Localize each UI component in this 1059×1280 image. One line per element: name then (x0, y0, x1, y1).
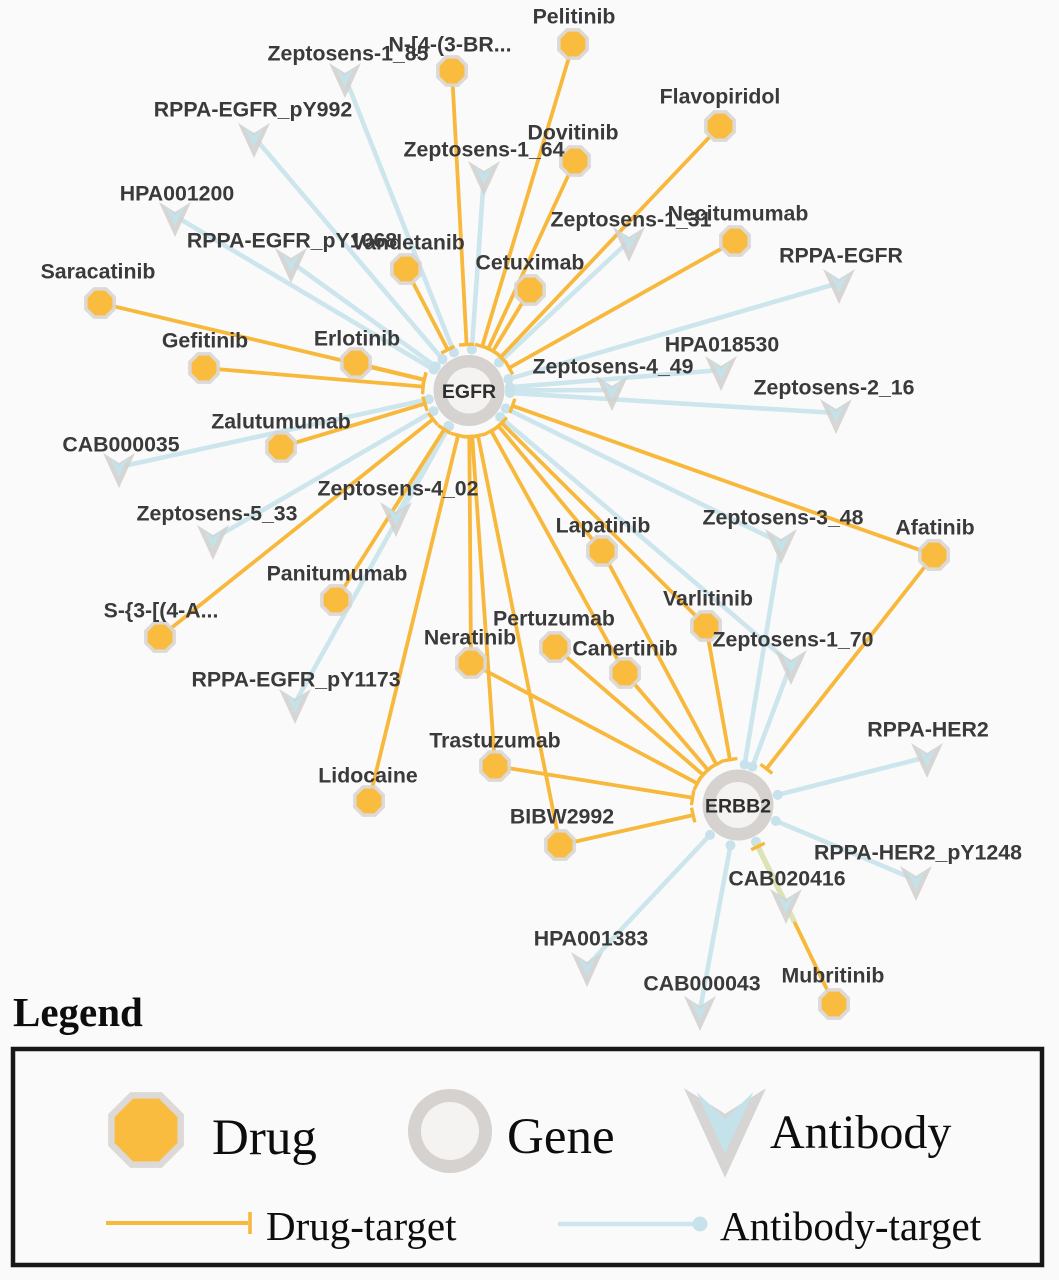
svg-text:Antibody: Antibody (770, 1106, 951, 1159)
svg-text:HPA001200: HPA001200 (120, 181, 234, 205)
svg-text:Dovitinib: Dovitinib (527, 120, 618, 144)
svg-text:CAB020416: CAB020416 (728, 866, 845, 890)
svg-text:Neratinib: Neratinib (424, 625, 516, 649)
svg-text:Zeptosens-5_33: Zeptosens-5_33 (137, 501, 298, 525)
svg-text:Zeptosens-3_48: Zeptosens-3_48 (703, 505, 864, 529)
svg-text:N-[4-(3-BR...: N-[4-(3-BR... (388, 32, 511, 56)
svg-text:RPPA-HER2: RPPA-HER2 (867, 717, 989, 741)
svg-text:HPA018530: HPA018530 (665, 332, 779, 356)
svg-text:CAB000035: CAB000035 (62, 432, 179, 456)
svg-text:Flavopiridol: Flavopiridol (660, 84, 781, 108)
svg-text:Drug-target: Drug-target (266, 1203, 457, 1249)
svg-text:Saracatinib: Saracatinib (41, 259, 156, 283)
svg-text:Antibody-target: Antibody-target (720, 1203, 982, 1249)
svg-text:Canertinib: Canertinib (572, 636, 677, 660)
svg-text:Zeptosens-1_85: Zeptosens-1_85 (268, 41, 429, 65)
svg-text:Mubritinib: Mubritinib (782, 963, 885, 987)
svg-text:EGFR: EGFR (442, 381, 496, 403)
svg-text:RPPA-EGFR_pY1173: RPPA-EGFR_pY1173 (191, 667, 400, 691)
svg-text:Legend: Legend (13, 989, 143, 1035)
svg-text:Pertuzumab: Pertuzumab (493, 606, 615, 630)
svg-text:Gene: Gene (507, 1109, 615, 1165)
svg-text:RPPA-EGFR_pY1068: RPPA-EGFR_pY1068 (187, 228, 397, 252)
svg-text:Lidocaine: Lidocaine (318, 763, 418, 787)
svg-text:Varlitinib: Varlitinib (663, 586, 753, 610)
svg-text:Zeptosens-1_64: Zeptosens-1_64 (404, 137, 565, 161)
svg-text:Zalutumumab: Zalutumumab (211, 409, 351, 433)
svg-text:Zeptosens-4_49: Zeptosens-4_49 (533, 354, 694, 378)
svg-text:CAB000043: CAB000043 (643, 971, 760, 995)
svg-text:Lapatinib: Lapatinib (556, 513, 651, 537)
svg-text:Zeptosens-1_70: Zeptosens-1_70 (713, 627, 874, 651)
svg-text:Zeptosens-2_16: Zeptosens-2_16 (754, 375, 915, 399)
svg-text:Drug: Drug (212, 1110, 317, 1166)
svg-text:Zeptosens-4_02: Zeptosens-4_02 (318, 476, 479, 500)
svg-text:RPPA-HER2_pY1248: RPPA-HER2_pY1248 (814, 840, 1022, 864)
svg-text:ERBB2: ERBB2 (705, 796, 771, 818)
svg-text:Gefitinib: Gefitinib (162, 328, 248, 352)
svg-text:HPA001383: HPA001383 (534, 926, 649, 950)
svg-text:Pelitinib: Pelitinib (533, 4, 616, 28)
svg-text:Afatinib: Afatinib (895, 515, 974, 539)
svg-text:Erlotinib: Erlotinib (314, 326, 400, 350)
svg-text:Vandetanib: Vandetanib (351, 230, 465, 254)
svg-text:Trastuzumab: Trastuzumab (429, 728, 560, 752)
svg-text:S-{3-[(4-A...: S-{3-[(4-A... (104, 598, 219, 622)
svg-text:Panitumumab: Panitumumab (267, 561, 408, 585)
svg-text:BIBW2992: BIBW2992 (510, 804, 614, 828)
svg-text:RPPA-EGFR: RPPA-EGFR (779, 243, 903, 267)
svg-text:Zeptosens-1_31: Zeptosens-1_31 (551, 207, 712, 231)
svg-text:RPPA-EGFR_pY992: RPPA-EGFR_pY992 (154, 97, 352, 121)
svg-text:Cetuximab: Cetuximab (476, 250, 585, 274)
svg-text:Necitumumab: Necitumumab (668, 201, 809, 225)
